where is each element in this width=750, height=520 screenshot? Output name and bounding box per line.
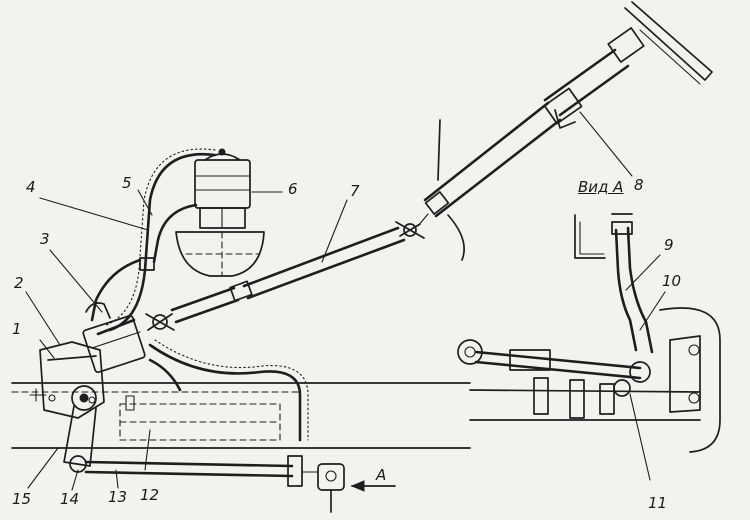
cardan-shaft [145, 213, 429, 331]
callout-10: 10 [662, 272, 682, 290]
callout-3: 3 [40, 230, 50, 248]
callout-13: 13 [108, 488, 128, 506]
pump-reservoir [175, 148, 265, 277]
callout-8: 8 [634, 176, 644, 194]
direction-arrow-label: A [376, 466, 387, 484]
leader-lines [25, 111, 666, 491]
callout-2: 2 [14, 274, 24, 292]
view-a [457, 213, 721, 453]
view-direction-arrow [350, 480, 396, 492]
callout-14: 14 [60, 490, 80, 508]
view-a-title: Вид А [578, 178, 624, 196]
callout-12: 12 [140, 486, 160, 504]
callout-15: 15 [12, 490, 32, 508]
callout-5: 5 [122, 174, 132, 192]
callout-6: 6 [288, 180, 298, 198]
frame-cylinder [119, 395, 281, 441]
callout-7: 7 [350, 182, 360, 200]
pitman-arm-and-tie-rod [63, 385, 345, 513]
callout-9: 9 [664, 236, 674, 254]
hoses [90, 148, 309, 442]
steering-column [423, 1, 713, 261]
callout-4: 4 [26, 178, 36, 196]
callout-1: 1 [12, 320, 22, 338]
steering-gear-box [29, 302, 146, 419]
callout-11: 11 [648, 494, 668, 512]
frame-rail [11, 382, 471, 449]
